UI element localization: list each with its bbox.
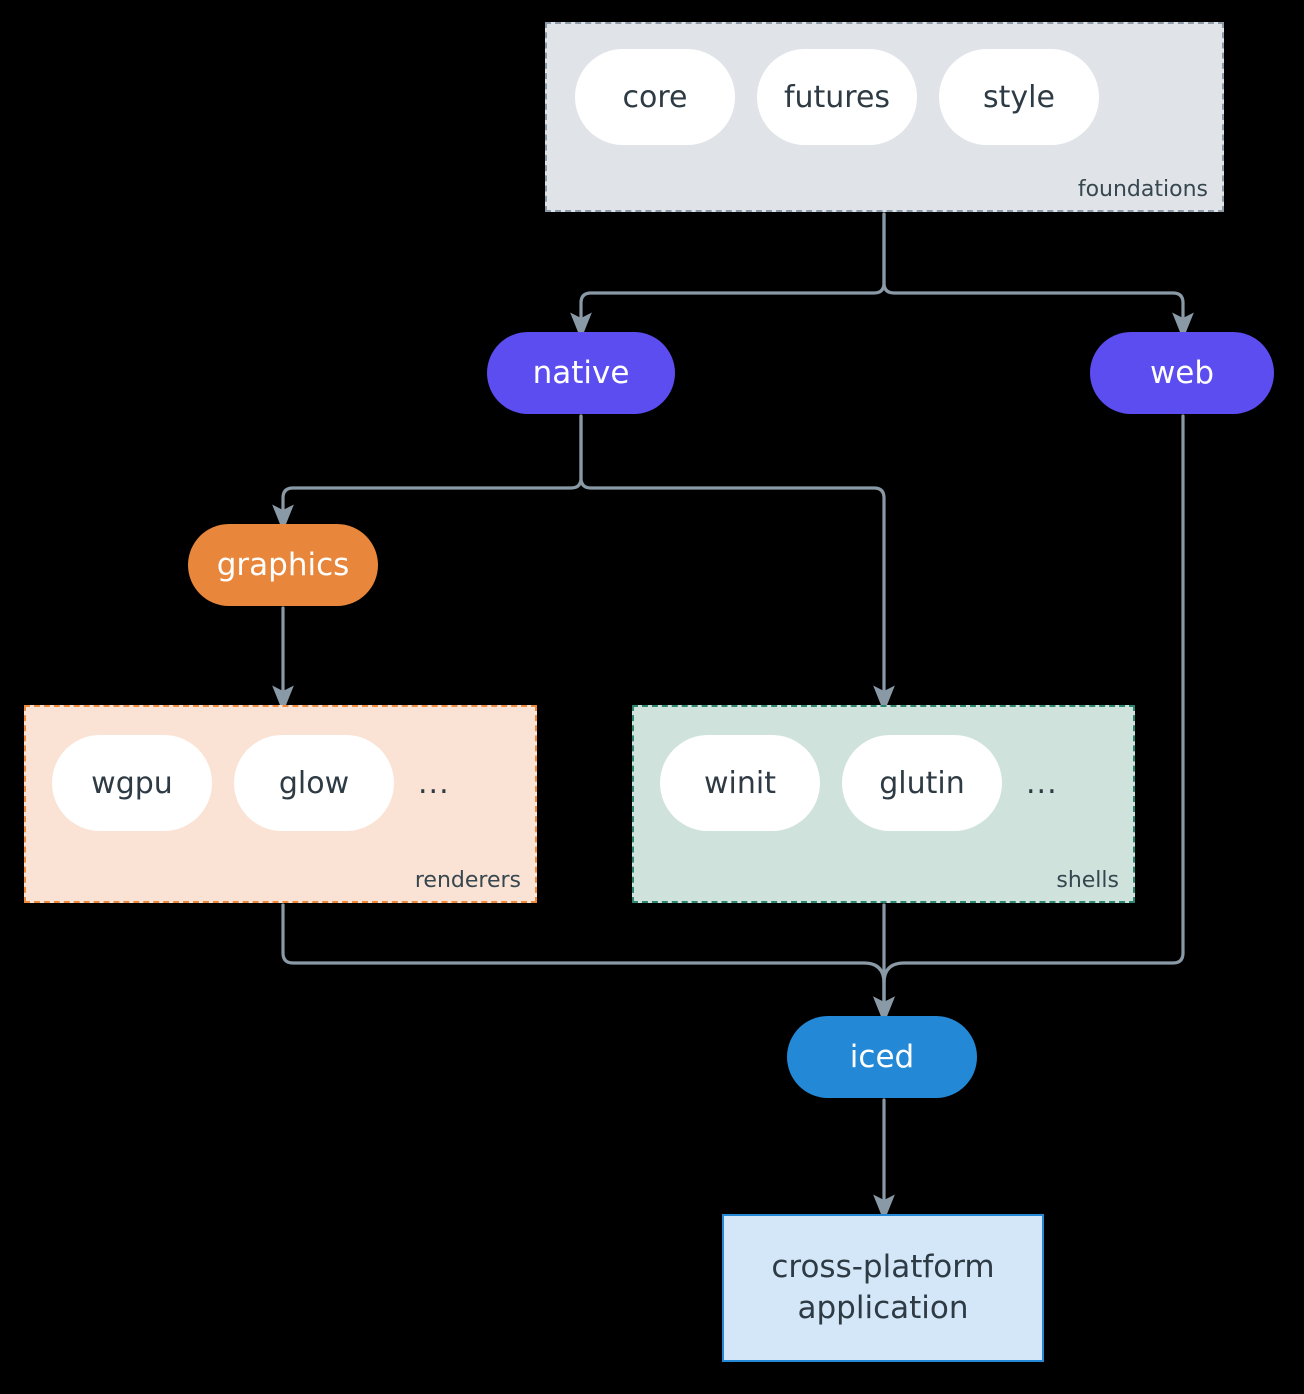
cluster-renderers-items: wgpu glow ...	[52, 735, 450, 831]
node-application[interactable]: cross-platform application	[722, 1214, 1044, 1362]
cluster-renderers: wgpu glow ... renderers	[24, 705, 537, 903]
cluster-shells-label: shells	[1056, 868, 1119, 893]
cluster-renderers-label: renderers	[414, 868, 521, 893]
chip-core[interactable]: core	[575, 49, 735, 145]
edge-foundations-web	[882, 212, 1194, 340]
node-application-label-line2: application	[797, 1290, 969, 1326]
shells-overflow-ellipsis: ...	[1026, 765, 1058, 801]
node-web[interactable]: web	[1090, 332, 1274, 414]
chip-glow[interactable]: glow	[234, 735, 394, 831]
node-iced-label: iced	[849, 1039, 915, 1075]
edge-native-graphics	[272, 414, 583, 532]
node-graphics-label: graphics	[216, 547, 350, 583]
node-application-label-line1: cross-platform	[771, 1249, 995, 1286]
cluster-shells-items: winit glutin ...	[660, 735, 1058, 831]
cluster-foundations: core futures style foundations	[545, 22, 1224, 212]
node-native[interactable]: native	[487, 332, 675, 414]
renderers-overflow-ellipsis: ...	[418, 765, 450, 801]
edge-renderers-iced	[281, 903, 895, 1024]
chip-wgpu[interactable]: wgpu	[52, 735, 212, 831]
chip-style[interactable]: style	[939, 49, 1099, 145]
cluster-foundations-items: core futures style	[575, 49, 1099, 145]
edge-native-shells	[579, 414, 895, 713]
cluster-shells: winit glutin ... shells	[632, 705, 1135, 903]
chip-glutin[interactable]: glutin	[842, 735, 1002, 831]
cluster-foundations-label: foundations	[1077, 177, 1208, 202]
chip-futures[interactable]: futures	[757, 49, 917, 145]
node-iced[interactable]: iced	[787, 1016, 977, 1098]
node-graphics[interactable]: graphics	[188, 524, 378, 606]
edge-foundations-native	[570, 212, 886, 340]
node-web-label: web	[1149, 355, 1215, 391]
node-native-label: native	[532, 355, 630, 391]
chip-winit[interactable]: winit	[660, 735, 820, 831]
